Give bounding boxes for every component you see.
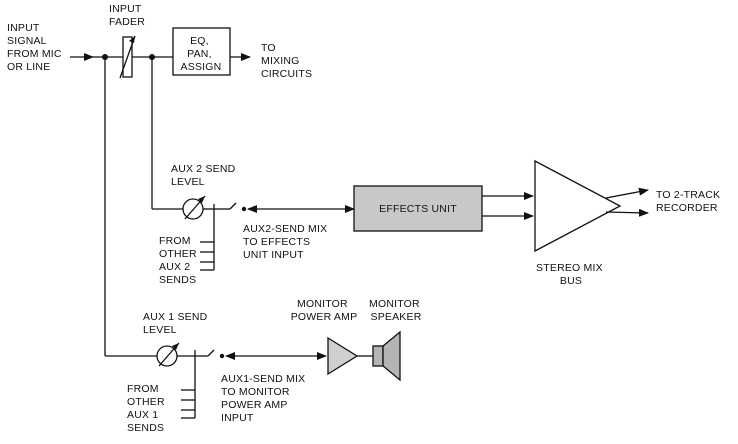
aux2-from-other-label: FROM OTHER AUX 2 SENDS (159, 235, 200, 286)
monitor-power-amp-label: MONITOR POWER AMP (291, 298, 358, 323)
speaker-cone (382, 330, 401, 382)
eq-block-label: EQ, PAN, ASSIGN (181, 35, 222, 73)
aux2-branch (152, 159, 649, 271)
stereo-mix-bus-amp (534, 159, 622, 253)
to-2track-label: TO 2-TRACK RECORDER (656, 189, 723, 214)
to-mixing-label: TO MIXING CIRCUITS (261, 42, 312, 80)
aux2-send-level-label: AUX 2 SEND LEVEL (171, 163, 239, 188)
eq-pan-assign-block (172, 27, 231, 76)
effects-unit-block (353, 185, 483, 232)
aux1-branch (105, 330, 401, 419)
aux1-from-other-label: FROM OTHER AUX 1 SENDS (127, 383, 168, 434)
input-fader-label: INPUT FADER (109, 3, 145, 28)
input-signal-label: INPUT SIGNAL FROM MIC OR LINE (7, 22, 65, 73)
effects-unit-label: EFFECTS UNIT (379, 203, 457, 215)
input-path (70, 27, 251, 356)
aux1-send-level-label: AUX 1 SEND LEVEL (143, 311, 211, 336)
stereo-mix-bus-label: STEREO MIX BUS (536, 262, 606, 287)
aux2-send-mix-label: AUX2-SEND MIX TO EFFECTS UNIT INPUT (243, 223, 330, 261)
monitor-speaker-label: MONITOR SPEAKER (369, 298, 423, 323)
monitor-power-amp-symbol (327, 336, 359, 376)
aux1-send-mix-label: AUX1-SEND MIX TO MONITOR POWER AMP INPUT (221, 373, 308, 424)
monitor-speaker-symbol (372, 345, 384, 367)
